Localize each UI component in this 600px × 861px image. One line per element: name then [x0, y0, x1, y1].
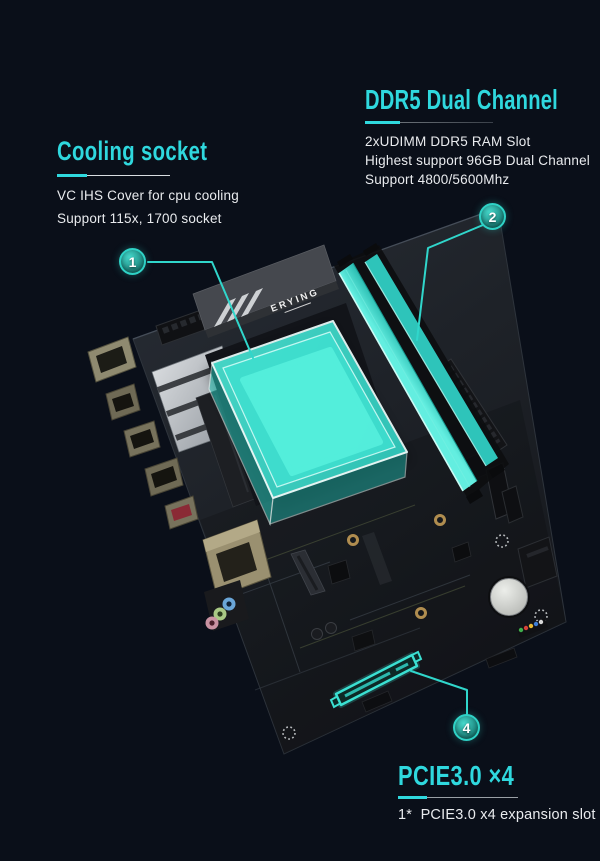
ddr5-title: DDR5 Dual Channel: [365, 84, 558, 115]
usb-header-block: [517, 536, 558, 589]
cooling-desc-line: Support 115x, 1700 socket: [57, 211, 222, 226]
usb3-port-red: [164, 495, 199, 530]
m2-slot: [290, 532, 392, 596]
standoffs-and-holes: [282, 514, 548, 740]
hdmi-port: [123, 420, 161, 458]
displayport: [144, 457, 184, 497]
callout-line-4: [410, 670, 468, 715]
ddr5-section: DDR5 Dual Channel 2xUDIMM DDR5 RAM Slot …: [365, 84, 600, 189]
callout-4-number: 4: [462, 719, 471, 736]
pcie-title: PCIE3.0 ×4: [398, 760, 515, 791]
callout-1-number: 1: [128, 253, 137, 270]
small-chips: [311, 541, 472, 652]
pcie-desc-line: 1* PCIE3.0 x4 expansion slot: [398, 807, 596, 823]
pin-headers: [361, 647, 518, 713]
callout-line-1: [147, 261, 254, 359]
callout-4-badge: 4: [453, 714, 480, 741]
ddr5-desc-line: Support 4800/5600Mhz: [365, 172, 510, 187]
usb-port: [87, 336, 137, 383]
ram-stick-back: [365, 254, 498, 466]
front-panel-header: [517, 618, 548, 638]
cmos-battery: [488, 576, 530, 618]
pcb-traces: [235, 504, 471, 691]
ddr5-title-rule: [365, 121, 493, 124]
pcie-x4-slot: [329, 650, 423, 709]
rear-io-ports: [87, 336, 272, 631]
ddr5-desc-line: 2xUDIMM DDR5 RAM Slot: [365, 134, 531, 149]
callout-lines: [147, 224, 484, 715]
cooling-desc-line: VC IHS Cover for cpu cooling: [57, 188, 239, 203]
cooling-socket-title: Cooling socket: [57, 136, 208, 166]
ram-stick-front: [339, 263, 477, 491]
callout-1-badge: 1: [119, 248, 146, 275]
pcie-section: PCIE3.0 ×4 1* PCIE3.0 x4 expansion slot: [398, 760, 596, 823]
callout-2-badge: 2: [479, 203, 506, 230]
hdmi-port: [105, 383, 141, 421]
audio-jacks: [204, 580, 249, 631]
ddr5-ram-sticks: [334, 243, 509, 504]
ethernet-port: [202, 519, 272, 598]
cooling-socket-section: Cooling socket VC IHS Cover for cpu cool…: [57, 136, 258, 226]
callout-2-number: 2: [488, 208, 497, 225]
callout-line-2: [416, 224, 484, 341]
ddr5-desc-line: Highest support 96GB Dual Channel: [365, 153, 590, 168]
cooling-title-rule: [57, 174, 170, 177]
pcie-title-rule: [398, 796, 518, 799]
cpu-cooler-highlight: [205, 320, 410, 527]
